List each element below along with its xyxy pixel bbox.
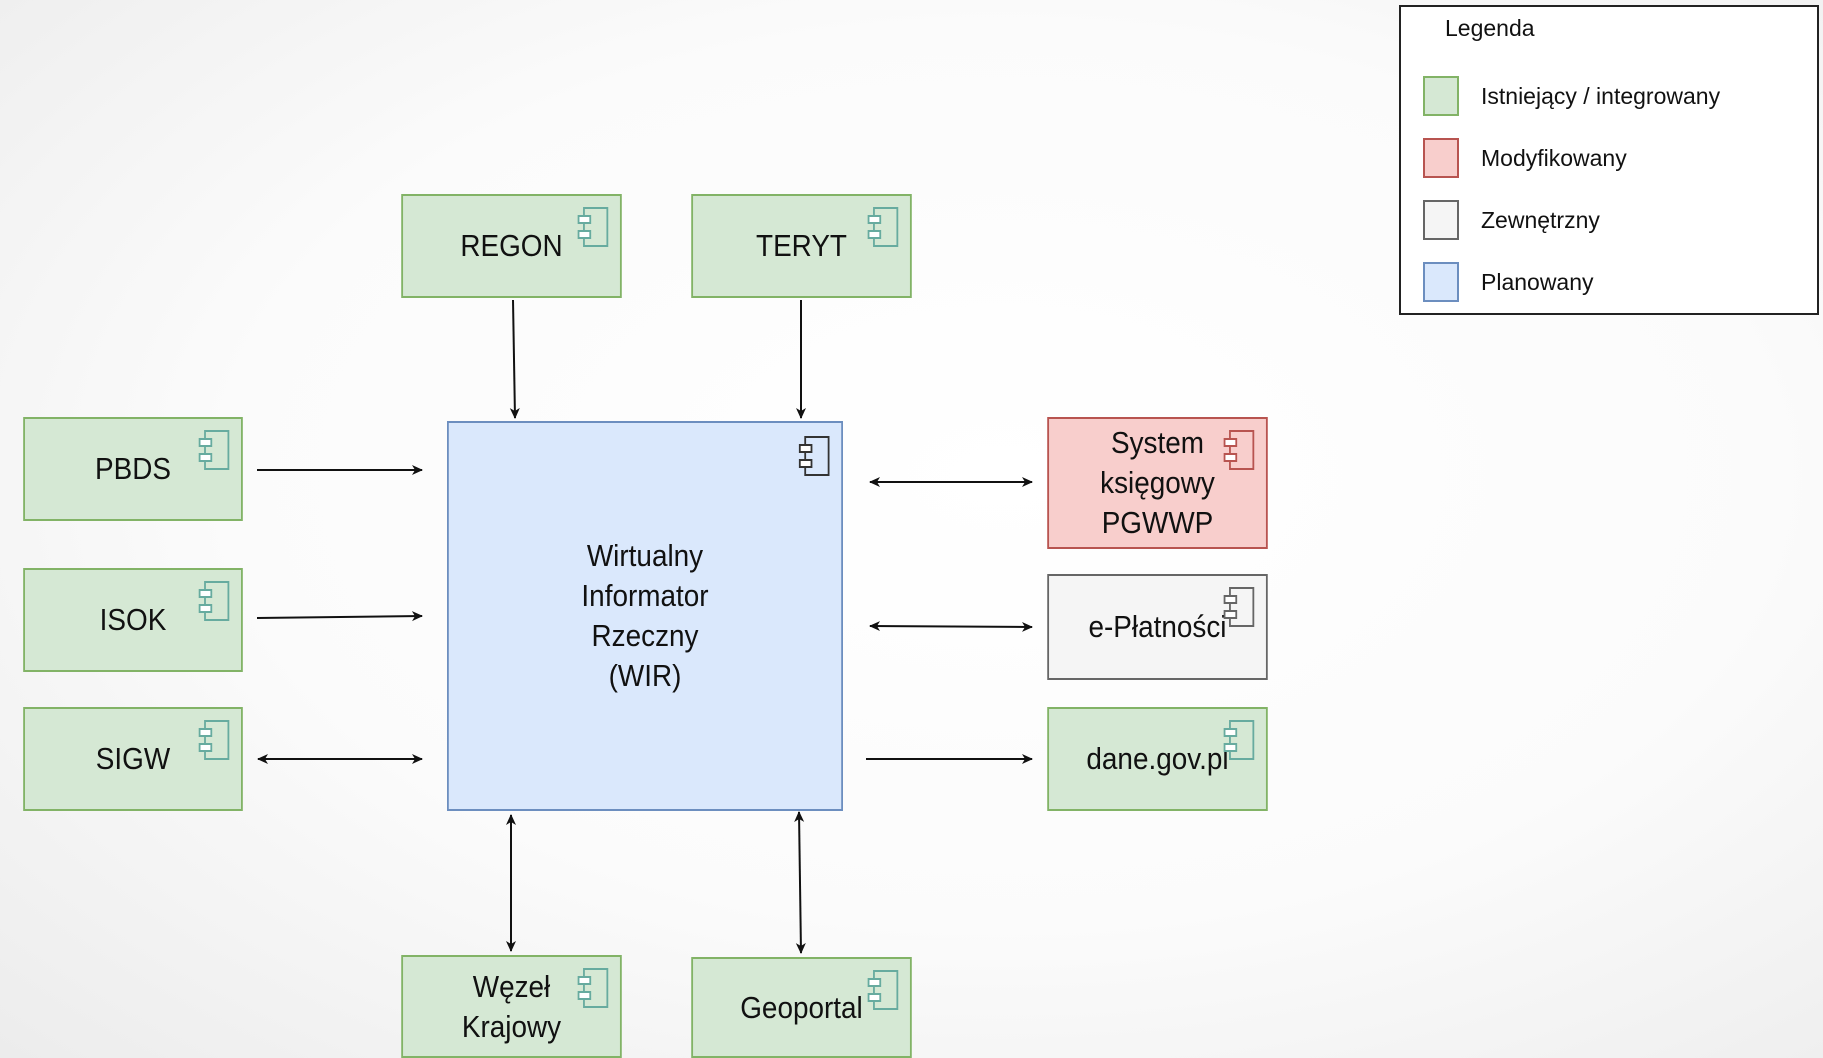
legend-item-modified: Modyfikowany bbox=[1423, 137, 1627, 179]
node-e-platnosci[interactable]: e-Płatności bbox=[1047, 574, 1268, 680]
node-wezel-krajowy[interactable]: Węzeł Krajowy bbox=[401, 955, 622, 1058]
legend-label: Modyfikowany bbox=[1481, 144, 1627, 171]
connector-isok-wir bbox=[256, 611, 423, 622]
node-label: Węzeł Krajowy bbox=[461, 968, 562, 1044]
node-label: TERYT bbox=[756, 228, 847, 263]
component-icon bbox=[577, 967, 611, 1011]
node-label: Geoportal bbox=[740, 989, 863, 1025]
connector-wir-geoportal bbox=[794, 811, 806, 954]
node-dane-gov[interactable]: dane.gov.pl bbox=[1047, 707, 1268, 811]
node-isok[interactable]: ISOK bbox=[23, 568, 243, 672]
connector-regon-wir bbox=[509, 299, 520, 419]
component-icon bbox=[198, 719, 232, 763]
node-wir[interactable]: Wirtualny Informator Rzeczny (WIR) bbox=[447, 421, 843, 811]
node-label: SIGW bbox=[95, 741, 171, 776]
component-icon bbox=[577, 206, 611, 250]
node-teryt[interactable]: TERYT bbox=[691, 194, 912, 298]
component-icon bbox=[1223, 429, 1257, 473]
legend-item-planned: Planowany bbox=[1423, 261, 1594, 303]
legend-label: Istniejący / integrowany bbox=[1481, 82, 1721, 109]
legend: Legenda Istniejący / integrowany Modyfik… bbox=[1399, 5, 1819, 315]
node-regon[interactable]: REGON bbox=[401, 194, 622, 298]
component-icon bbox=[198, 429, 232, 473]
legend-swatch bbox=[1423, 76, 1459, 116]
legend-swatch bbox=[1423, 200, 1459, 240]
node-label: e-Płatności bbox=[1088, 609, 1227, 644]
node-label: Wirtualny Informator Rzeczny (WIR) bbox=[581, 538, 709, 693]
component-icon bbox=[867, 969, 901, 1013]
node-label: dane.gov.pl bbox=[1086, 741, 1229, 776]
node-label: REGON bbox=[460, 228, 563, 263]
legend-swatch bbox=[1423, 262, 1459, 302]
component-icon bbox=[867, 206, 901, 250]
connector-wir-e_platnosci bbox=[869, 621, 1033, 632]
legend-item-existing: Istniejący / integrowany bbox=[1423, 75, 1720, 117]
node-label: System księgowy PGWWP bbox=[1100, 425, 1215, 540]
legend-label: Zewnętrzny bbox=[1481, 206, 1600, 233]
node-sigw[interactable]: SIGW bbox=[23, 707, 243, 811]
legend-label: Planowany bbox=[1481, 268, 1594, 295]
component-icon bbox=[1223, 586, 1257, 630]
node-label: PBDS bbox=[95, 451, 171, 486]
node-label: ISOK bbox=[99, 602, 167, 637]
component-icon bbox=[198, 580, 232, 624]
legend-item-external: Zewnętrzny bbox=[1423, 199, 1600, 241]
node-system-ksiegowy[interactable]: System księgowy PGWWP bbox=[1047, 417, 1268, 549]
node-geoportal[interactable]: Geoportal bbox=[691, 957, 912, 1058]
component-icon bbox=[798, 435, 832, 479]
legend-title: Legenda bbox=[1445, 15, 1535, 41]
legend-swatch bbox=[1423, 138, 1459, 178]
component-icon bbox=[1223, 719, 1257, 763]
node-pbds[interactable]: PBDS bbox=[23, 417, 243, 521]
